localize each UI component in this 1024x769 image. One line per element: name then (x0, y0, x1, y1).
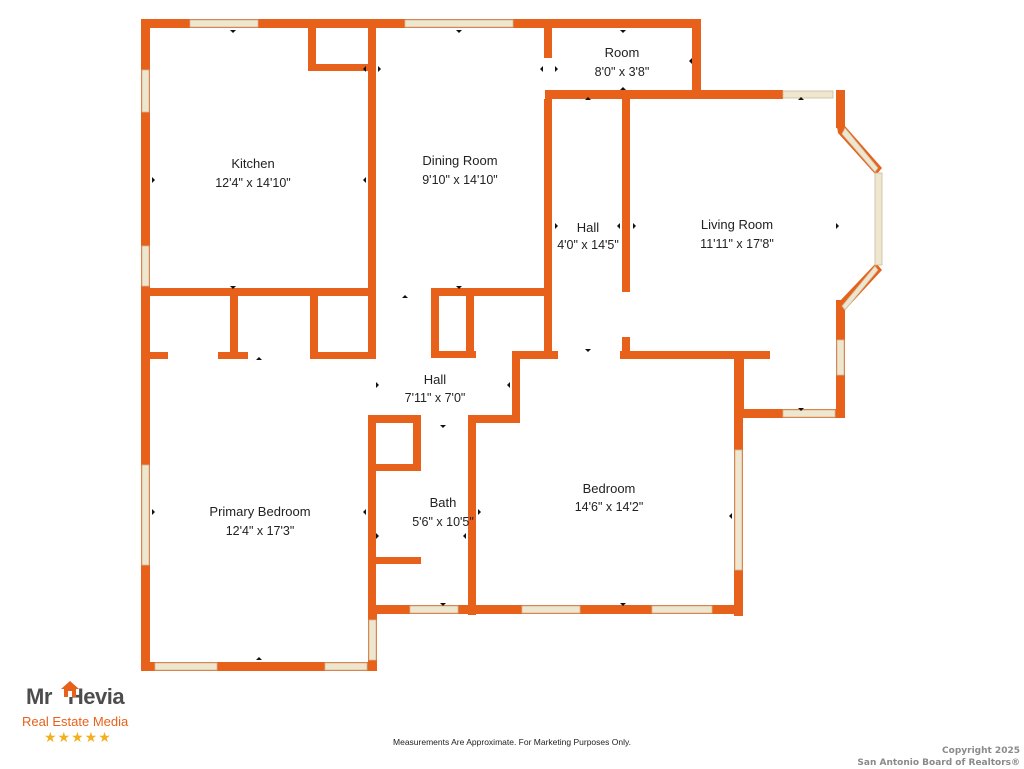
windows (141, 19, 883, 671)
room-dims: 12'4" x 14'10" (215, 176, 291, 190)
disclaimer-text: Measurements Are Approximate. For Market… (393, 737, 631, 747)
house-icon (61, 681, 79, 697)
copyright-line: San Antonio Board of Realtors® (857, 758, 1020, 768)
room-name: Room (605, 45, 640, 60)
room-dims: 7'11" x 7'0" (405, 391, 466, 405)
room-name: Living Room (701, 217, 773, 232)
room-dims: 11'11" x 17'8" (700, 237, 774, 251)
room-name: Hall (424, 372, 447, 387)
room-dims: 4'0" x 14'5" (557, 238, 619, 252)
walls (141, 19, 882, 671)
rating-stars: ★★★★★ (44, 729, 112, 745)
copyright-notice: Copyright 2025 San Antonio Board of Real… (857, 745, 1020, 769)
room-labels: Room 8'0" x 3'8" Kitchen 12'4" x 14'10" … (209, 45, 773, 538)
room-name: Dining Room (422, 153, 497, 168)
room-name: Primary Bedroom (209, 504, 310, 519)
room-dims: 9'10" x 14'10" (422, 173, 498, 187)
room-dims: 5'6" x 10'5" (412, 515, 474, 529)
room-name: Bath (430, 495, 457, 510)
brand-subtitle: Real Estate Media (22, 714, 129, 729)
opening-markers (152, 30, 839, 660)
copyright-line: Copyright 2025 (942, 746, 1020, 756)
room-name: Bedroom (583, 481, 636, 496)
room-name: Kitchen (231, 156, 274, 171)
room-name: Hall (577, 220, 600, 235)
room-dims: 8'0" x 3'8" (595, 65, 650, 79)
brand-name-part1: Mr (26, 684, 52, 709)
room-dims: 12'4" x 17'3" (226, 524, 295, 538)
room-dims: 14'6" x 14'2" (575, 500, 644, 514)
